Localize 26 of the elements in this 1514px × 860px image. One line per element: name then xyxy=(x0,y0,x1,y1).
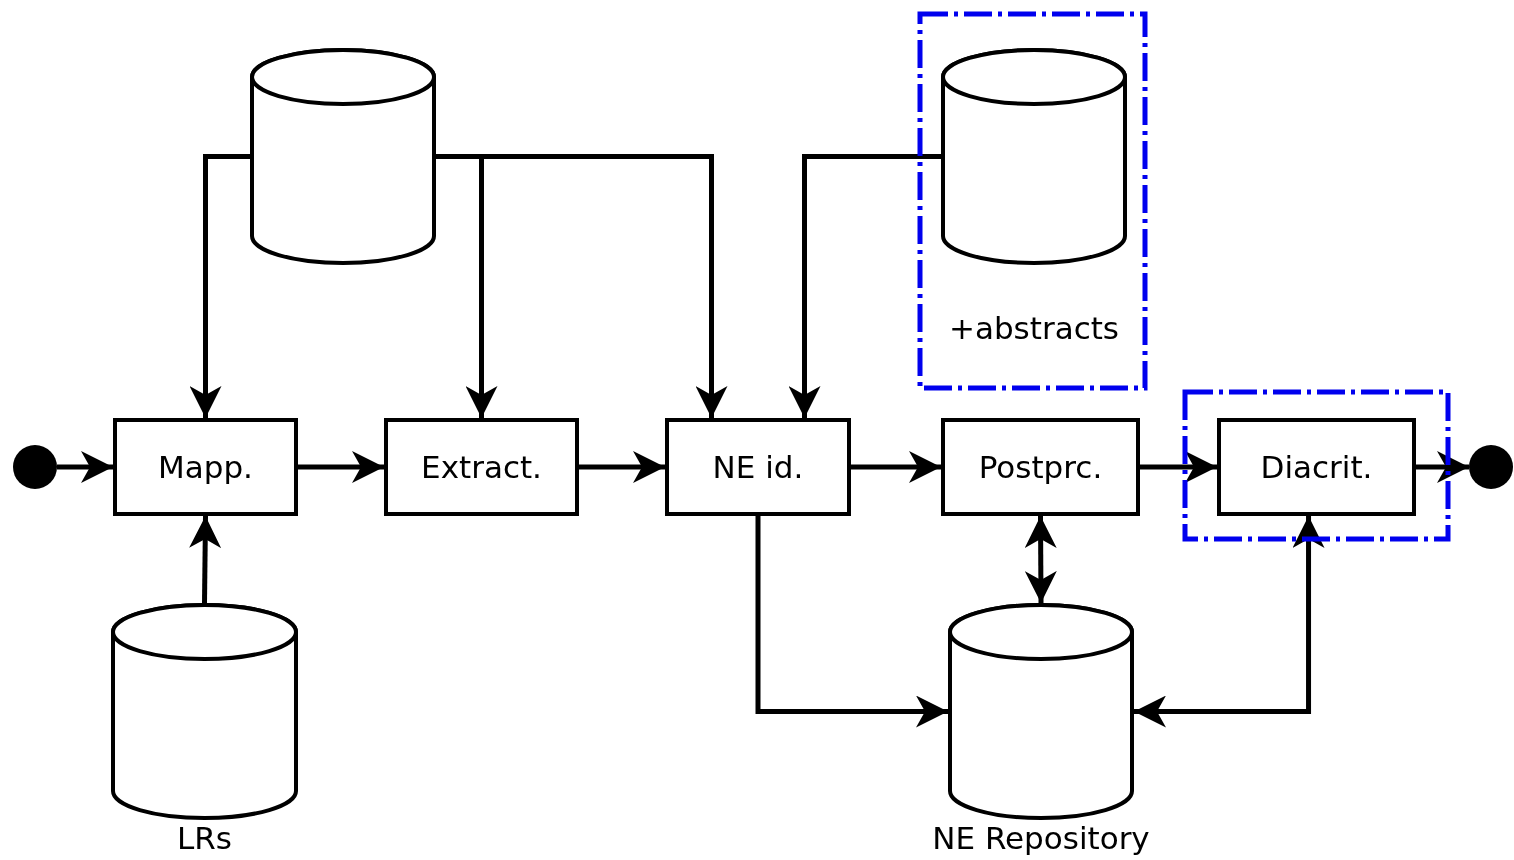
arrow xyxy=(579,451,665,483)
arrow xyxy=(788,154,941,418)
arrow xyxy=(755,516,948,728)
arrow xyxy=(851,451,941,483)
arrow xyxy=(298,451,384,483)
box-label: Extract. xyxy=(421,449,542,485)
arrow xyxy=(436,154,728,418)
process-box xyxy=(1217,418,1416,516)
box-label: Diacrit. xyxy=(1260,449,1373,485)
box-label: Mapp. xyxy=(158,449,253,485)
process-box xyxy=(384,418,579,516)
process-box xyxy=(665,418,851,516)
database-label: NE Repository xyxy=(931,820,1151,856)
process-box xyxy=(113,418,298,516)
arrow xyxy=(1140,451,1217,483)
box-label: NE id. xyxy=(712,449,804,485)
arrow xyxy=(189,515,222,604)
arrow xyxy=(1134,516,1325,728)
arrow xyxy=(1416,451,1469,483)
arrow xyxy=(1024,516,1057,603)
box-label: Postprc. xyxy=(978,449,1103,485)
process-box xyxy=(941,418,1140,516)
arrow xyxy=(189,154,250,418)
database-label: LRs xyxy=(176,820,233,856)
database-label: +abstracts xyxy=(947,310,1120,346)
arrow xyxy=(57,451,113,483)
